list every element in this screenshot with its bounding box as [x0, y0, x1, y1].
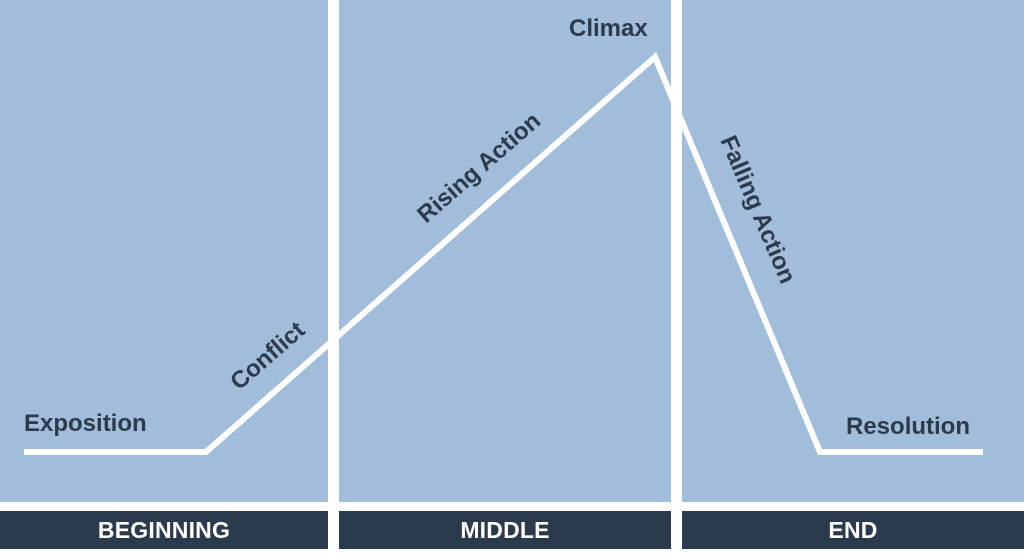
- section-bar-end: END: [682, 511, 1024, 549]
- plot-line: [24, 51, 983, 455]
- beginning-panel: [0, 0, 328, 502]
- section-label-beginning: BEGINNING: [97, 516, 231, 543]
- stage-label-conflict: Conflict: [225, 317, 310, 396]
- section-bar-beginning: BEGINNING: [0, 511, 328, 549]
- stage-label-falling-action: Falling Action: [714, 132, 801, 288]
- stage-label-exposition: Exposition: [24, 410, 147, 437]
- stage-label-climax: Climax: [569, 15, 648, 42]
- section-bar-middle: MIDDLE: [339, 511, 671, 549]
- section-label-end: END: [828, 516, 878, 543]
- middle-panel: [339, 0, 671, 502]
- stage-label-resolution: Resolution: [846, 413, 970, 440]
- section-label-middle: MIDDLE: [460, 516, 550, 543]
- plot-arc: Exposition Conflict Rising Action Climax…: [24, 15, 983, 455]
